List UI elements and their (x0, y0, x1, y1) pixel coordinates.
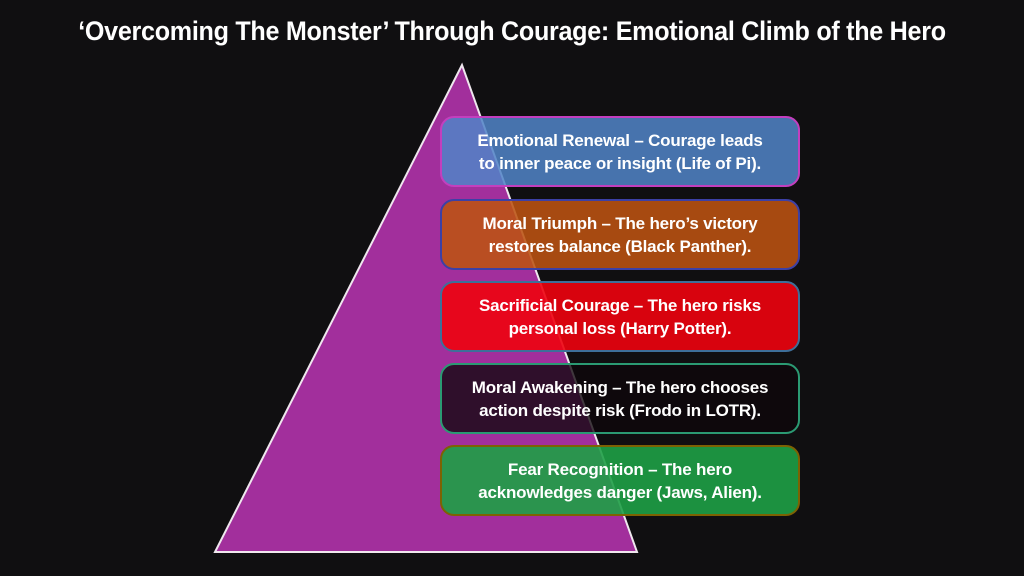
stage-text-line: action despite risk (Frodo in LOTR). (479, 400, 761, 420)
stage-box-sacrificial-courage: Sacrificial Courage – The hero risks per… (440, 281, 800, 352)
stage-text-line: restores balance (Black Panther). (488, 236, 752, 256)
stage-text-line: acknowledges danger (Jaws, Alien). (478, 482, 762, 502)
stage-text-line: Emotional Renewal – Courage leads (477, 130, 763, 150)
stage-text-line: to inner peace or insight (Life of Pi). (478, 153, 762, 173)
stage-box-moral-awakening: Moral Awakening – The hero chooses actio… (440, 363, 800, 434)
stage-text-line: Fear Recognition – The hero (507, 459, 733, 479)
stage-box-moral-triumph: Moral Triumph – The hero’s victory resto… (440, 199, 800, 270)
page-title: ‘Overcoming The Monster’ Through Courage… (78, 16, 946, 46)
stage-box-emotional-renewal: Emotional Renewal – Courage leads to inn… (440, 116, 800, 187)
stage-text-line: Sacrificial Courage – The hero risks (479, 295, 761, 315)
stage-text-line: Moral Triumph – The hero’s victory (482, 213, 758, 233)
stage-box-fear-recognition: Fear Recognition – The hero acknowledges… (440, 445, 800, 516)
stage-text-line: personal loss (Harry Potter). (508, 318, 732, 338)
stage-text-line: Moral Awakening – The hero chooses (471, 377, 769, 397)
